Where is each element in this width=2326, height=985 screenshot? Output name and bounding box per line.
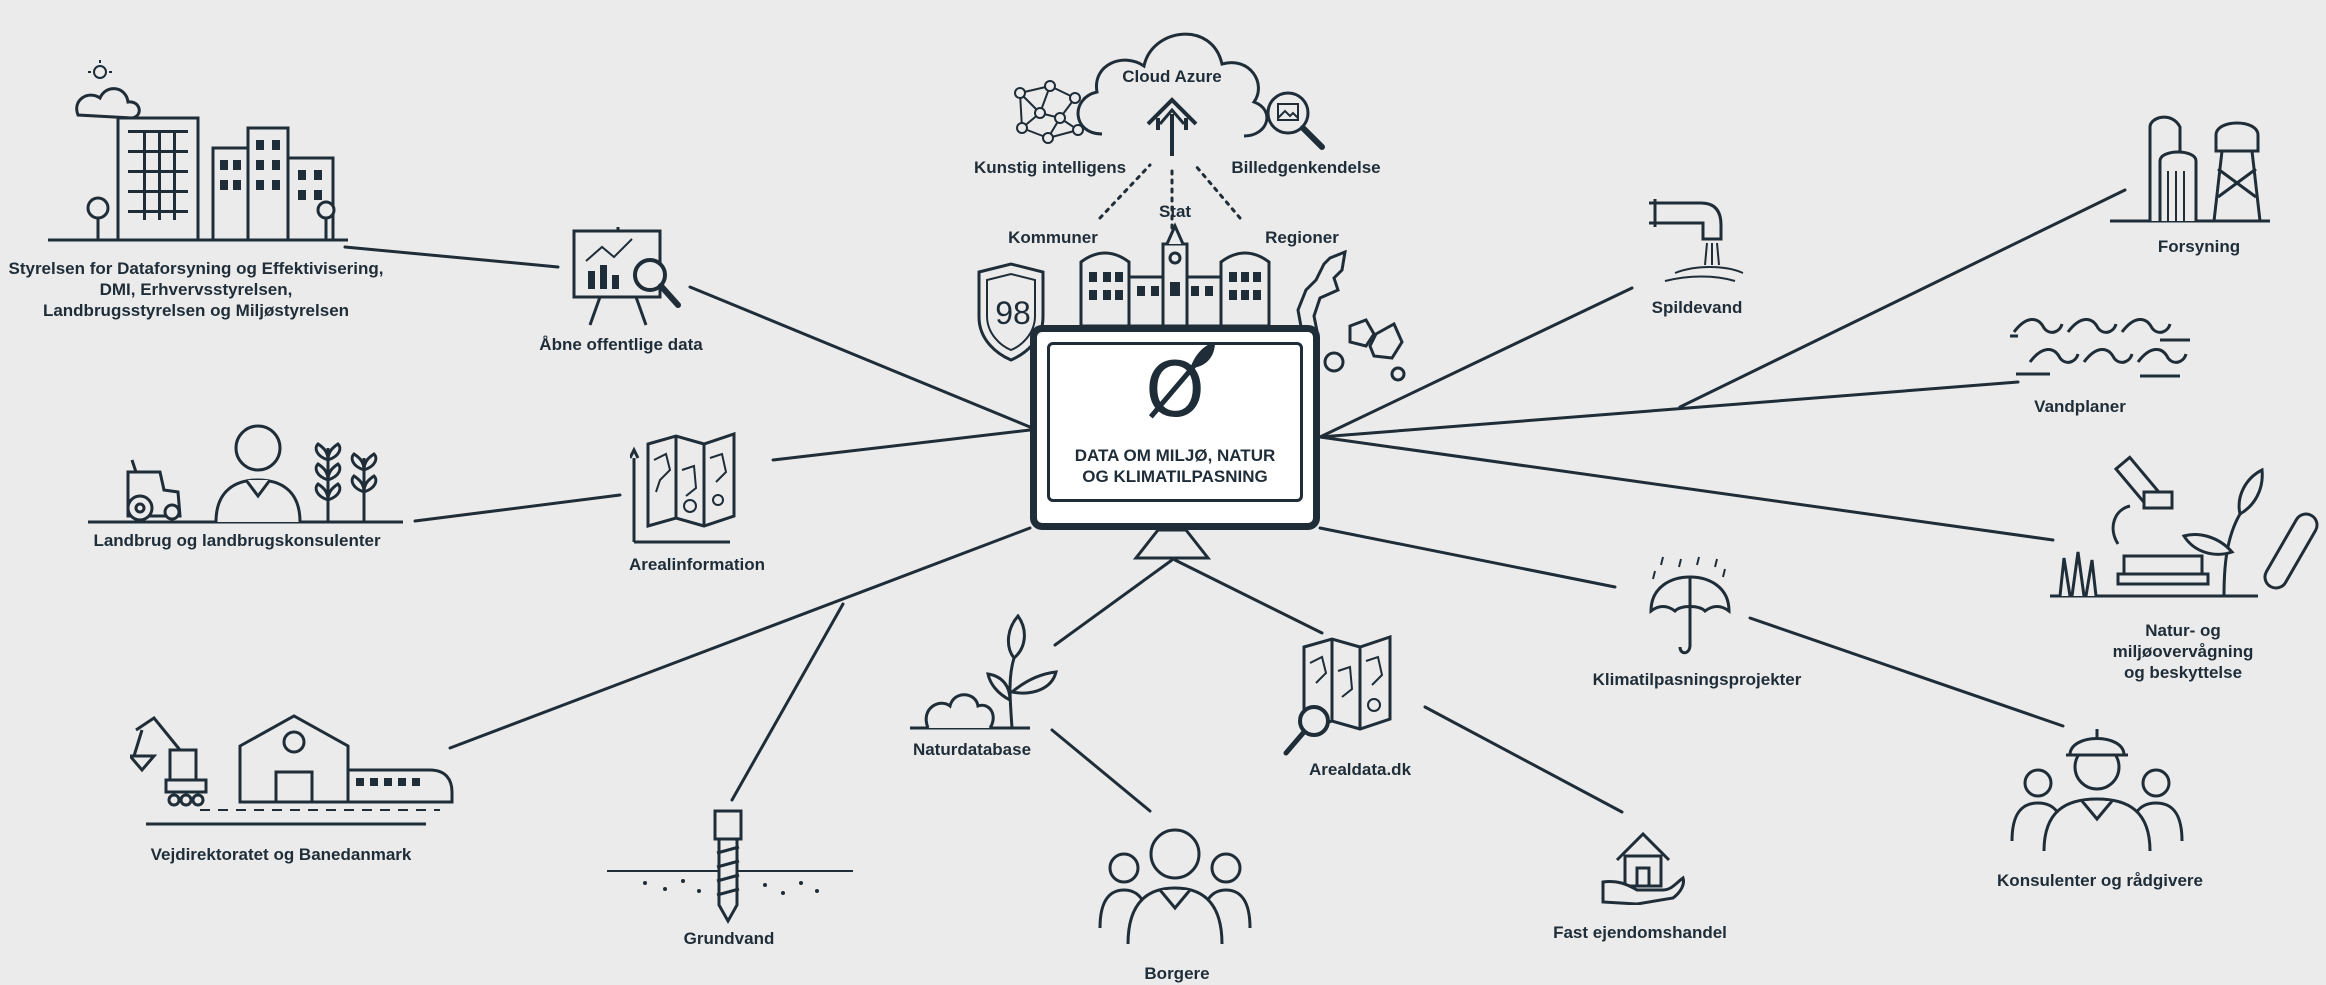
dotted-regioner bbox=[1193, 163, 1242, 220]
farmer-icon bbox=[88, 420, 403, 525]
natur-miljoe-label: Natur- og miljøovervågning og beskyttels… bbox=[2112, 621, 2254, 682]
line-borgere bbox=[1050, 728, 1152, 813]
dotted-kommuner bbox=[1098, 163, 1152, 220]
line-landbrug bbox=[413, 493, 622, 523]
monitor-screen bbox=[1047, 342, 1303, 502]
shield-number: 98 bbox=[995, 295, 1031, 331]
klimatilpasning-label: Klimatilpasningsprojekter bbox=[1592, 670, 1802, 689]
consultants-icon bbox=[2010, 715, 2185, 855]
leaf-icon bbox=[1185, 338, 1219, 374]
vandplaner-label: Vandplaner bbox=[2034, 397, 2126, 416]
city-hall-icon bbox=[1075, 222, 1275, 327]
microscope-plant-icon bbox=[2048, 448, 2326, 598]
neural-network-icon bbox=[1010, 78, 1085, 148]
arealinformation-label: Arealinformation bbox=[628, 555, 766, 574]
line-spildevand bbox=[1318, 286, 1634, 439]
line-styrelsen bbox=[343, 245, 560, 269]
cloud-icon bbox=[1062, 6, 1282, 156]
image-search-icon bbox=[1260, 85, 1330, 155]
citizens-icon bbox=[1098, 818, 1253, 946]
cloud-label: Cloud Azure bbox=[1122, 67, 1222, 86]
styrelsen-label: Styrelsen for Dataforsyning og Effektivi… bbox=[8, 259, 384, 320]
image-recognition-label: Billedgenkendelse bbox=[1231, 158, 1381, 177]
center-monitor: Ø DATA OM MILJØ, NATUR OG KLIMATILPASNIN… bbox=[1030, 325, 1320, 530]
borgere-label: Borgere bbox=[1144, 964, 1210, 983]
line-grundvand bbox=[730, 602, 845, 802]
presentation-chart-icon bbox=[570, 225, 685, 330]
line-arealinformation bbox=[771, 428, 1032, 462]
monitor-stand bbox=[1130, 528, 1214, 560]
line-vejdirektoratet bbox=[448, 526, 1032, 750]
shield-icon bbox=[975, 262, 1047, 362]
kommuner-label: Kommuner bbox=[1008, 228, 1098, 247]
line-fast-ejendom bbox=[1423, 705, 1624, 814]
aabne-data-label: Åbne offentlige data bbox=[539, 335, 703, 354]
infrastructure-icon bbox=[130, 710, 455, 830]
naturdatabase-label: Naturdatabase bbox=[912, 740, 1032, 759]
line-natur-miljoe bbox=[1318, 435, 2055, 542]
line-klimatilpasning bbox=[1318, 526, 1617, 589]
umbrella-rain-icon bbox=[1645, 555, 1735, 660]
arealdata-map-icon bbox=[1280, 635, 1415, 760]
regioner-label: Regioner bbox=[1265, 228, 1339, 247]
spildevand-label: Spildevand bbox=[1651, 298, 1743, 317]
line-vandplaner bbox=[1318, 380, 2020, 439]
nature-plant-icon bbox=[910, 608, 1075, 733]
area-map-icon bbox=[630, 430, 760, 550]
house-hand-icon bbox=[1597, 820, 1689, 905]
vejdirektoratet-label: Vejdirektoratet og Banedanmark bbox=[150, 845, 412, 864]
forsyning-label: Forsyning bbox=[2157, 237, 2241, 256]
konsulenter-label: Konsulenter og rådgivere bbox=[1997, 871, 2203, 890]
arealdata-label: Arealdata.dk bbox=[1308, 760, 1412, 779]
line-aabne-data bbox=[688, 285, 1032, 429]
denmark-map-icon bbox=[1290, 250, 1410, 390]
line-arealdata bbox=[1173, 558, 1324, 635]
water-pipe-icon bbox=[1645, 195, 1745, 285]
landbrug-label: Landbrug og landbrugskonsulenter bbox=[93, 531, 381, 550]
line-konsulenter bbox=[1748, 616, 2065, 728]
center-title: DATA OM MILJØ, NATUR OG KLIMATILPASNING bbox=[1074, 446, 1276, 486]
line-naturdatabase bbox=[1053, 558, 1174, 647]
logo-o-slash-icon: Ø bbox=[1145, 345, 1205, 434]
grundvand-label: Grundvand bbox=[683, 929, 775, 948]
fast-ejendom-label: Fast ejendomshandel bbox=[1553, 923, 1727, 942]
stat-label: Stat bbox=[1158, 202, 1192, 221]
office-buildings-icon bbox=[48, 60, 348, 250]
ai-label: Kunstig intelligens bbox=[973, 158, 1127, 177]
ground-drill-icon bbox=[605, 805, 855, 925]
line-forsyning bbox=[1678, 188, 2127, 409]
water-tower-icon bbox=[2110, 105, 2270, 225]
waves-icon bbox=[2010, 310, 2195, 385]
